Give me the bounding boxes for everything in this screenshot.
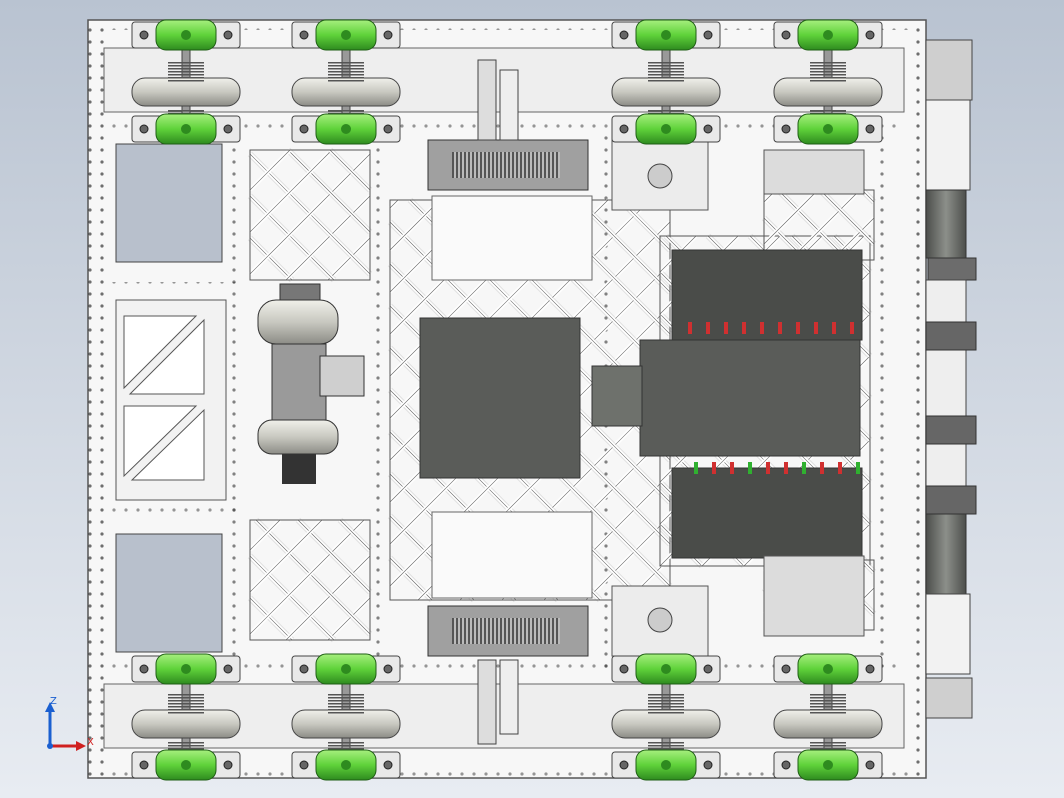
center-motor-block [419,249,863,559]
wheel-assembly-1-2 [611,653,721,781]
x-axis-label: X [87,737,94,748]
x-axis-head [76,741,86,751]
wheel-group [131,19,883,781]
axis-triad: Z X [38,696,98,756]
origin-dot [47,743,53,749]
axis-triad-graphic [45,702,86,751]
roller-blocks [431,139,709,657]
gear-top [427,139,589,191]
lattice-region-1 [247,517,373,643]
wheel-assembly-1-3 [773,653,883,781]
drive-shafts [477,59,519,745]
wheel-assembly-0-2 [611,19,721,145]
gear-bottom [427,605,589,657]
wheel-assembly-1-1 [291,653,401,781]
wheel-assembly-0-3 [773,19,883,145]
lattice-region-0 [247,147,373,283]
z-axis-label: Z [50,696,57,707]
left-drive-assembly [257,283,365,484]
wheel-assembly-1-0 [131,653,241,781]
right-side-mechanism [763,39,977,719]
z-axis-head [45,702,55,712]
left-center-bracket [115,299,227,501]
wheel-assembly-0-1 [291,19,401,145]
wire-markers [688,322,860,474]
wheel-assembly-0-0 [131,19,241,145]
